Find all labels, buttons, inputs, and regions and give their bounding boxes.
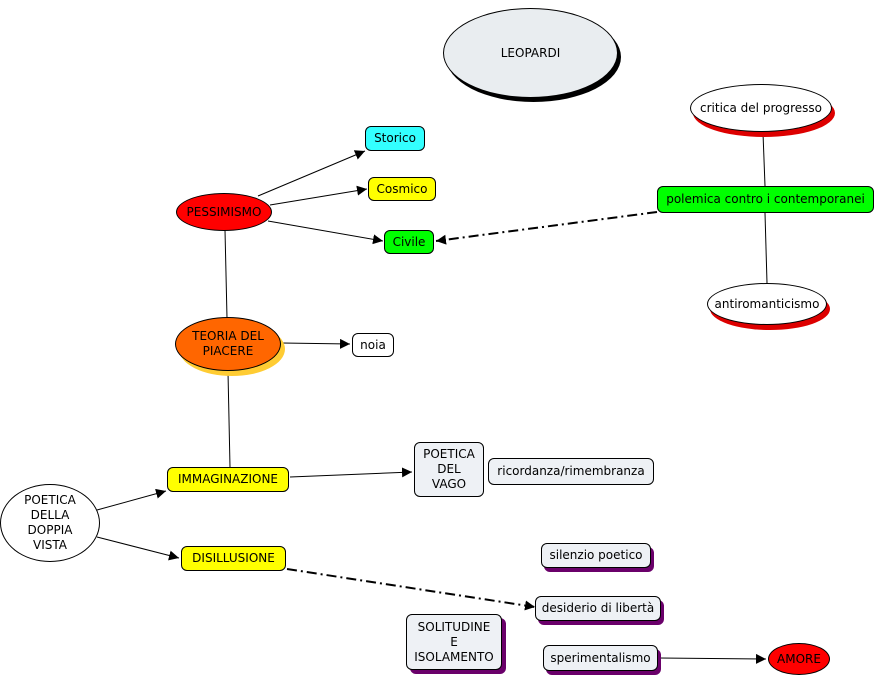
edge-pessimismo-civile — [267, 220, 384, 245]
storico-label: Storico — [374, 131, 416, 145]
ricordanza-label: ricordanza/rimembranza — [497, 464, 645, 478]
amore-node[interactable]: AMORE — [768, 643, 830, 675]
desiderio-liberta-node[interactable]: desiderio di libertà — [535, 596, 661, 621]
immaginazione-node[interactable]: IMMAGINAZIONE — [167, 467, 289, 492]
edge-teoria-noia — [281, 338, 351, 349]
silenzio-poetico-node[interactable]: silenzio poetico — [541, 543, 651, 568]
disillusione-node[interactable]: DISILLUSIONE — [181, 546, 286, 571]
critica-progresso-label: critica del progresso — [700, 100, 822, 115]
cosmico-label: Cosmico — [376, 181, 428, 196]
sperimentalismo-label: sperimentalismo — [550, 650, 651, 665]
solitudine-isolamento-node[interactable]: SOLITUDINE E ISOLAMENTO — [406, 614, 502, 670]
pessimismo-node[interactable]: PESSIMISMO — [176, 193, 272, 231]
edge-immaginazione-vago — [289, 467, 413, 478]
desiderio-liberta-label: desiderio di libertà — [541, 601, 655, 615]
poetica-del-vago-label: POETICA DEL VAGO — [423, 447, 475, 491]
immaginazione-label: IMMAGINAZIONE — [177, 472, 279, 486]
noia-label: noia — [360, 337, 386, 352]
edge-pessimismo-cosmico — [269, 185, 368, 206]
poetica-del-vago-node[interactable]: POETICA DEL VAGO — [414, 442, 484, 497]
critica-progresso-node[interactable]: critica del progresso — [690, 84, 832, 132]
edge-doppia-disillusione — [96, 536, 180, 561]
poetica-doppia-vista-node[interactable]: POETICA DELLA DOPPIA VISTA — [0, 484, 100, 562]
disillusione-label: DISILLUSIONE — [192, 551, 275, 565]
edge-polemica-antiromanticismo — [764, 212, 768, 284]
amore-label: AMORE — [777, 651, 821, 666]
polemica-contemporanei-node[interactable]: polemica contro i contemporanei — [657, 186, 874, 213]
solitudine-isolamento-label: SOLITUDINE E ISOLAMENTO — [414, 619, 494, 664]
leopardi-title-node: LEOPARDI — [443, 8, 618, 98]
sperimentalismo-node[interactable]: sperimentalismo — [543, 645, 658, 671]
cosmico-node[interactable]: Cosmico — [368, 177, 436, 201]
storico-node[interactable]: Storico — [365, 126, 425, 151]
teoria-del-piacere-label: TEORIA DEL PIACERE — [192, 329, 264, 358]
leopardi-title-label: LEOPARDI — [500, 45, 561, 60]
silenzio-poetico-label: silenzio poetico — [549, 548, 643, 562]
ricordanza-node[interactable]: ricordanza/rimembranza — [488, 458, 654, 485]
edge-pessimismo-storico — [257, 150, 366, 197]
edge-doppia-immaginazione — [96, 488, 167, 511]
polemica-contemporanei-label: polemica contro i contemporanei — [666, 192, 865, 206]
edge-pessimismo-teoria — [224, 229, 228, 319]
pessimismo-label: PESSIMISMO — [186, 204, 262, 219]
edge-teoria-immaginazione — [227, 371, 231, 468]
antiromanticismo-label: antiromanticismo — [714, 296, 820, 311]
teoria-del-piacere-node[interactable]: TEORIA DEL PIACERE — [175, 317, 281, 371]
civile-label: Civile — [392, 234, 426, 249]
edge-sperimentalismo-amore — [658, 653, 767, 664]
antiromanticismo-node[interactable]: antiromanticismo — [707, 283, 827, 325]
poetica-doppia-vista-label: POETICA DELLA DOPPIA VISTA — [24, 493, 76, 552]
civile-node[interactable]: Civile — [384, 230, 434, 254]
edge-critica-polemica — [762, 132, 766, 187]
noia-node[interactable]: noia — [352, 333, 394, 357]
edge-disillusione-desiderio — [286, 568, 536, 611]
edge-polemica-civile — [435, 211, 658, 245]
